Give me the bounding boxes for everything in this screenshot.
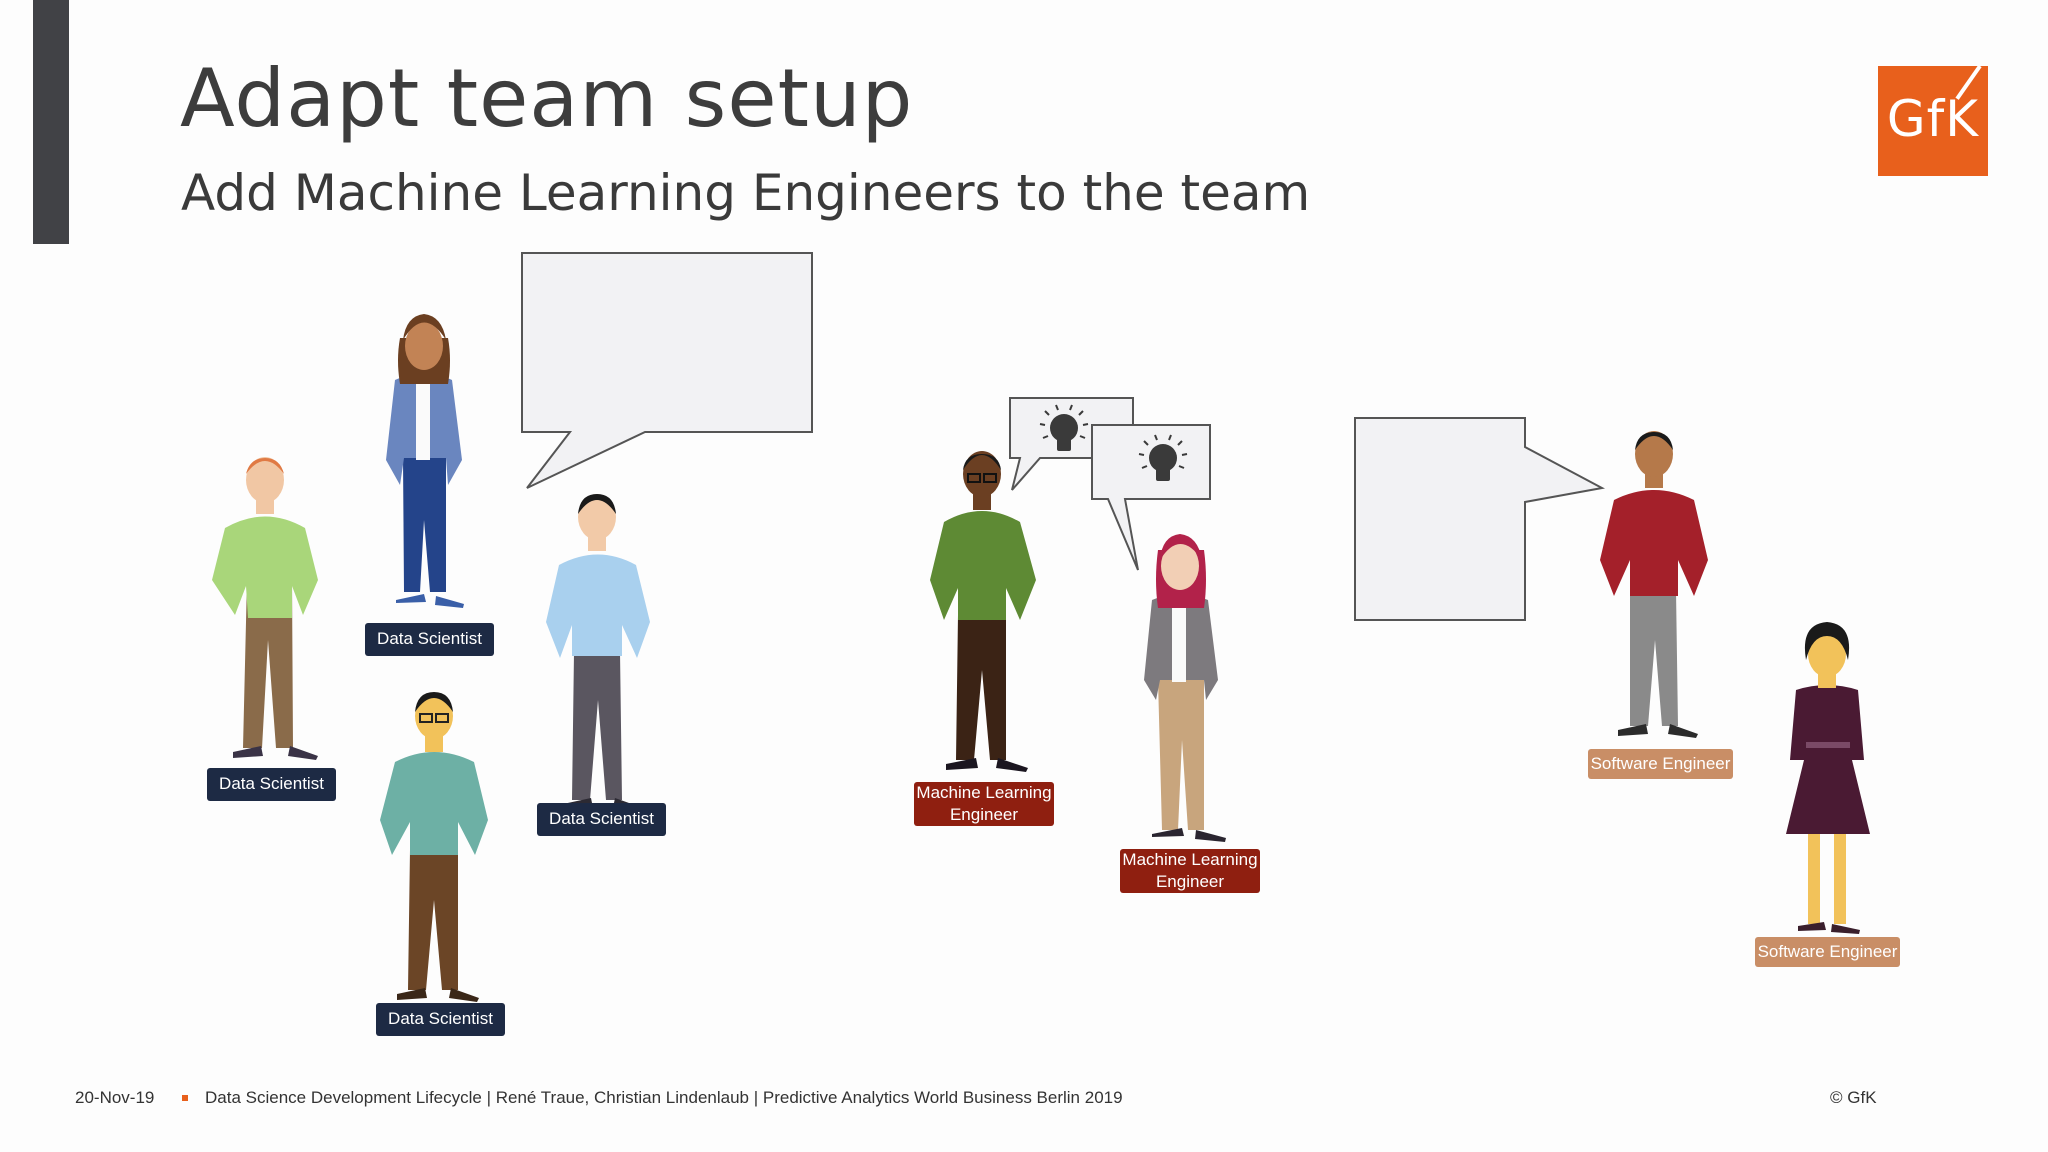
role-label-data-scientist-2: Data Scientist xyxy=(365,623,494,656)
speech-bubble-3 xyxy=(1091,424,1211,571)
slide-subtitle: Add Machine Learning Engineers to the te… xyxy=(181,164,1311,222)
person-data-scientist-3 xyxy=(546,494,650,812)
footer-separator-dot xyxy=(182,1095,188,1101)
role-label-software-engineer-2: Software Engineer xyxy=(1755,937,1900,967)
person-software-engineer-1 xyxy=(1600,431,1708,738)
role-label-ml-engineer-1: Machine Learning Engineer xyxy=(914,782,1054,826)
speech-bubble-4 xyxy=(1354,417,1606,621)
person-ml-engineer-2 xyxy=(1144,534,1226,842)
person-data-scientist-2 xyxy=(386,314,464,608)
role-label-data-scientist-1: Data Scientist xyxy=(207,768,336,801)
role-label-software-engineer-1: Software Engineer xyxy=(1588,749,1733,779)
footer-date: 20-Nov-19 xyxy=(75,1088,155,1107)
accent-bar xyxy=(33,0,69,244)
role-label-ml-engineer-2: Machine Learning Engineer xyxy=(1120,849,1260,893)
footer-copyright: © GfK xyxy=(1830,1088,1877,1107)
logo-text: GfK xyxy=(1886,90,1980,148)
speech-bubble-1 xyxy=(521,252,813,489)
role-label-data-scientist-4: Data Scientist xyxy=(376,1003,505,1036)
gfk-logo: GfK xyxy=(1878,64,1988,176)
person-ml-engineer-1 xyxy=(930,451,1036,772)
person-data-scientist-4 xyxy=(380,692,488,1002)
footer-text: Data Science Development Lifecycle | Ren… xyxy=(205,1088,1123,1107)
role-label-data-scientist-3: Data Scientist xyxy=(537,803,666,836)
person-data-scientist-1 xyxy=(212,457,318,760)
slide-title: Adapt team setup xyxy=(180,52,914,145)
speech-bubble-2 xyxy=(1009,397,1134,491)
person-software-engineer-2 xyxy=(1786,622,1870,934)
